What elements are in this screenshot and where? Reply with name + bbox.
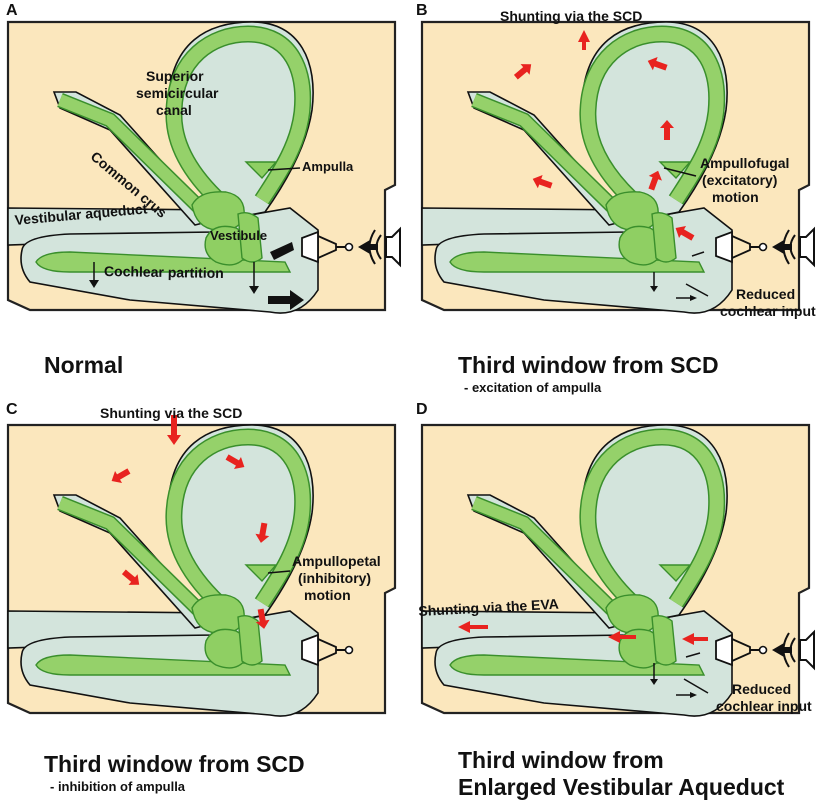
- panel-a: A Superior semicircular canal Common cru…: [0, 0, 414, 403]
- label-superior: Superior: [146, 68, 204, 84]
- panel-title: Normal: [44, 352, 124, 378]
- panel-title-line2: Enlarged Vestibular Aqueduct: [458, 774, 785, 800]
- label-vestibule: Vestibule: [210, 228, 268, 243]
- label-excitatory: (excitatory): [702, 172, 778, 188]
- panel-c-diagram: [0, 415, 414, 806]
- label-motion: motion: [712, 189, 759, 205]
- label-motion: motion: [304, 587, 351, 603]
- label-reduced: Reduced: [732, 681, 792, 697]
- sound-arrow: [358, 240, 378, 254]
- reduced-pointer: [683, 678, 709, 694]
- label-inhibitory: (inhibitory): [298, 570, 372, 586]
- panel-letter: C: [6, 403, 18, 418]
- label-shunting: Shunting via the SCD: [100, 405, 243, 421]
- panel-d-diagram: [414, 403, 828, 806]
- label-ampulla: Ampulla: [302, 159, 354, 174]
- reduced-pointer: [685, 283, 709, 297]
- panel-letter: A: [6, 2, 18, 19]
- stapes-arrow: [270, 242, 294, 260]
- ampulla-pointer: [267, 570, 291, 574]
- label-cochlear-input: cochlear input: [720, 303, 816, 319]
- label-reduced: Reduced: [736, 286, 796, 302]
- panel-a-diagram: [0, 0, 414, 403]
- label-ampullofugal: Ampullofugal: [700, 155, 790, 171]
- panel-letter: B: [416, 2, 428, 19]
- round-window-arrow: [268, 290, 304, 310]
- panel-b: B Shunting via the SCD Ampullofugal (exc…: [414, 0, 828, 403]
- panel-c: C Shunting via the SCD Ampullopetal (inh…: [0, 403, 414, 806]
- label-canal: canal: [156, 102, 192, 118]
- sound-arrow: [772, 240, 792, 254]
- label-shunting: Shunting via the SCD: [500, 8, 643, 24]
- ampulla-pointer: [663, 167, 697, 177]
- label-semicircular: semicircular: [136, 85, 219, 101]
- label-ampullopetal: Ampullopetal: [292, 553, 381, 569]
- panel-d: D Shunting via the EVA Reduced cochlear …: [414, 403, 828, 806]
- panel-title: Third window from SCD: [44, 751, 305, 777]
- panel-subtitle: - inhibition of ampulla: [50, 779, 186, 794]
- panel-title-line1: Third window from: [458, 747, 664, 773]
- panel-letter: D: [416, 403, 428, 418]
- ampulla-pointer: [267, 167, 301, 171]
- panel-title: Third window from SCD: [458, 352, 719, 378]
- sound-arrow: [772, 643, 792, 657]
- shunt-arrow: [167, 415, 181, 445]
- shunt-arrow: [578, 30, 590, 50]
- panel-subtitle: - excitation of ampulla: [464, 380, 602, 395]
- label-cochlear-input: cochlear input: [716, 698, 812, 714]
- panel-b-diagram: [414, 0, 828, 403]
- label-cochlear-partition: Cochlear partition: [103, 262, 224, 282]
- eva-shunt-arrow: [458, 621, 488, 633]
